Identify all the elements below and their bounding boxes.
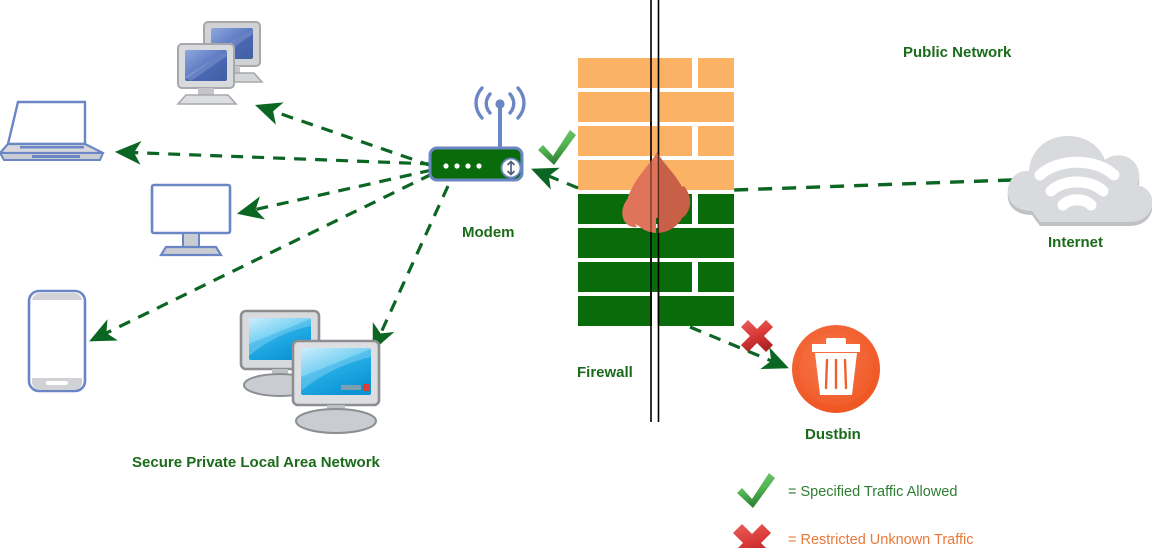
- legend-allowed-label: = Specified Traffic Allowed: [788, 484, 957, 500]
- desktop-pair-bottom-icon: [239, 309, 381, 434]
- link-internet-to-firewall: [733, 178, 1013, 192]
- link-modem-to-monitor: [236, 168, 433, 220]
- link-firewall-to-dustbin: [689, 325, 789, 370]
- legend-row-allowed: = Specified Traffic Allowed: [737, 473, 957, 508]
- link-modem-to-laptop: [114, 141, 433, 166]
- desktop-pair-top-icon: [176, 21, 264, 105]
- firewall-label: Firewall: [577, 364, 633, 381]
- legend-restricted-label: = Restricted Unknown Traffic: [788, 532, 974, 548]
- internet-label: Internet: [1048, 234, 1103, 251]
- internet-cloud-icon: [1007, 136, 1152, 226]
- laptop-icon: [0, 100, 105, 161]
- dustbin-label: Dustbin: [805, 426, 861, 443]
- dustbin-icon: [792, 325, 880, 413]
- firewall-brick-wall: [578, 58, 734, 326]
- red-cross-icon: [733, 524, 771, 548]
- lan-connections: [89, 102, 450, 351]
- legend: = Specified Traffic Allowed = Restricted…: [733, 473, 974, 548]
- green-check-icon-modem: [538, 130, 576, 165]
- link-modem-to-smartphone: [89, 172, 433, 342]
- legend-row-restricted: = Restricted Unknown Traffic: [733, 524, 974, 548]
- lan-label: Secure Private Local Area Network: [132, 454, 381, 471]
- monitor-icon: [150, 183, 232, 257]
- red-cross-icon-dustbin: [741, 320, 773, 352]
- smartphone-icon: [27, 289, 87, 393]
- flame-icon: [622, 152, 691, 233]
- link-modem-to-desktop-bottom: [372, 185, 450, 351]
- modem-label: Modem: [462, 224, 515, 241]
- green-check-icon: [737, 473, 775, 508]
- modem-icon: [428, 86, 526, 182]
- link-firewall-to-modem: [531, 167, 579, 190]
- public-network-label: Public Network: [903, 44, 1012, 61]
- link-modem-to-desktop-top: [254, 102, 433, 168]
